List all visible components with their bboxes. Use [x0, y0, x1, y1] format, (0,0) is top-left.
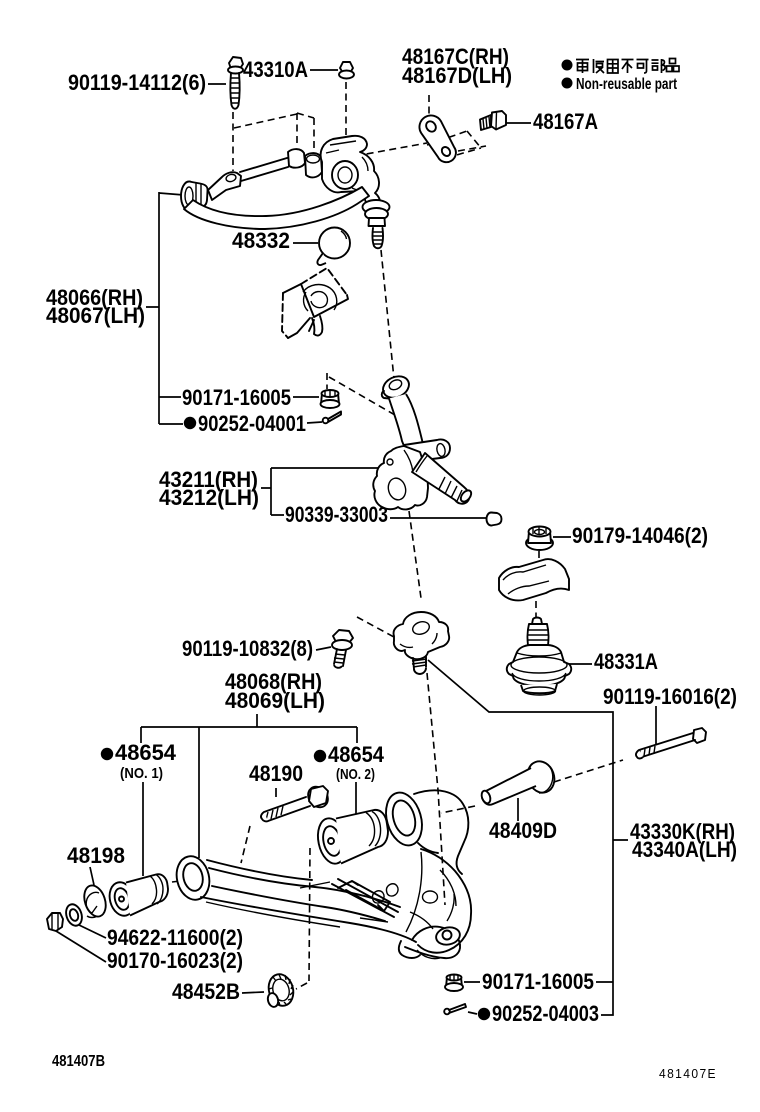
svg-text:48452B: 48452B — [172, 979, 240, 1004]
svg-text:(NO. 1): (NO. 1) — [120, 765, 163, 782]
svg-text:43211(RH): 43211(RH) — [159, 467, 258, 492]
svg-text:90119-16016(2): 90119-16016(2) — [603, 684, 737, 709]
svg-text:48654: 48654 — [115, 740, 177, 765]
svg-text:48654: 48654 — [328, 742, 385, 767]
svg-text:48332: 48332 — [232, 228, 290, 253]
svg-text:48167D(LH): 48167D(LH) — [402, 63, 512, 88]
svg-text:90171-16005: 90171-16005 — [182, 385, 291, 410]
svg-text:43340A(LH): 43340A(LH) — [632, 837, 737, 862]
svg-text:48167A: 48167A — [533, 109, 598, 134]
svg-text:94622-11600(2): 94622-11600(2) — [107, 925, 243, 950]
svg-text:90252-04001: 90252-04001 — [198, 411, 306, 436]
svg-text:(NO. 2): (NO. 2) — [336, 766, 375, 783]
svg-text:90339-33003: 90339-33003 — [285, 502, 388, 527]
svg-text:48409D: 48409D — [489, 818, 557, 843]
svg-text:48198: 48198 — [67, 843, 125, 868]
svg-text:90171-16005: 90171-16005 — [482, 969, 594, 994]
svg-text:48167C(RH): 48167C(RH) — [402, 44, 509, 69]
svg-text:43212(LH): 43212(LH) — [159, 485, 259, 510]
svg-text:90170-16023(2): 90170-16023(2) — [107, 948, 243, 973]
svg-text:481407B: 481407B — [52, 1053, 105, 1070]
svg-text:48068(RH): 48068(RH) — [225, 669, 322, 694]
svg-text:90252-04003: 90252-04003 — [492, 1001, 599, 1026]
svg-text:43330K(RH): 43330K(RH) — [630, 819, 735, 844]
svg-text:48069(LH): 48069(LH) — [225, 688, 325, 713]
svg-text:48066(RH): 48066(RH) — [46, 285, 143, 310]
svg-text:90119-14112(6): 90119-14112(6) — [68, 70, 206, 95]
svg-text:48190: 48190 — [249, 761, 303, 786]
svg-text:90179-14046(2): 90179-14046(2) — [572, 523, 708, 548]
svg-text:Non-reusable part: Non-reusable part — [576, 76, 677, 93]
svg-text:43310A: 43310A — [243, 57, 308, 82]
svg-text:48067(LH): 48067(LH) — [46, 303, 145, 328]
svg-text:90119-10832(8): 90119-10832(8) — [182, 636, 313, 661]
svg-text:48331A: 48331A — [594, 649, 658, 674]
svg-text:481407E: 481407E — [659, 1066, 717, 1081]
